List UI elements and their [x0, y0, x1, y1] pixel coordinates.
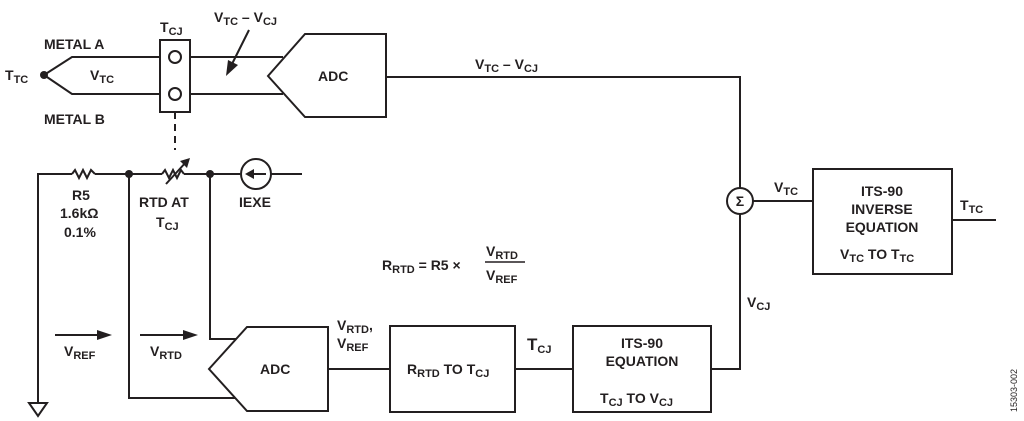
its90-line1: ITS-90 [621, 335, 663, 351]
iexe-label: IEXE [239, 194, 271, 210]
adc-top-output-label: VTC – VCJ [475, 56, 538, 75]
adc-bottom-output-line1: VRTD, [337, 317, 373, 336]
r5-tolerance: 0.1% [64, 224, 96, 240]
formula-denominator: VREF [486, 267, 518, 286]
inverse-line1: ITS-90 [861, 183, 903, 199]
node2-to-adc-wire [209, 174, 238, 340]
vtc-label: VTC [90, 67, 114, 86]
r5-resistor [71, 167, 96, 181]
adc-bottom-label: ADC [260, 361, 290, 377]
rtd-circuit: IEXE R5 1.6kΩ 0.1% RTD AT TCJ VREF VRTD [27, 158, 302, 418]
sigma-symbol: Σ [736, 193, 744, 209]
r5-value: 1.6kΩ [60, 205, 98, 221]
rtd-resistor [161, 167, 185, 181]
rtd-variable-arrow [165, 160, 188, 185]
adc-bottom-shape [207, 326, 329, 412]
metal-b-label: METAL B [44, 111, 105, 127]
its90-line2: EQUATION [606, 353, 679, 369]
tcj-signal-label: TCJ [527, 335, 551, 356]
rrtd-block-box [389, 325, 516, 413]
inverse-line3: EQUATION [846, 219, 919, 235]
r5-name: R5 [72, 187, 90, 203]
thermocouple: TTC METAL A METAL B VTC TCJ VTC – VCJ [5, 9, 283, 150]
diff-voltage-arrow-shaft [231, 29, 250, 65]
rtd-label-line2: TCJ [156, 214, 179, 233]
ttc-output-label: TTC [960, 197, 983, 216]
ground-wire [37, 173, 72, 408]
diff-voltage-label: VTC – VCJ [214, 9, 277, 28]
summing-junction: Σ VTC [726, 179, 813, 215]
diff-voltage-arrow-head [226, 60, 238, 76]
formula-lhs: RRTD = R5 × [382, 257, 461, 276]
figure-id: 15303-002 [1009, 369, 1019, 412]
its90-inverse-block: ITS-90 INVERSE EQUATION VTC TO TTC TTC [812, 168, 996, 275]
terminal-a [168, 50, 182, 64]
adc-top: ADC VTC – VCJ [266, 33, 741, 188]
vref-label: VREF [64, 343, 96, 362]
vcj-wire [711, 214, 741, 370]
node1-to-adc-wire [128, 174, 238, 399]
adc-bottom: ADC VRTD, VREF [207, 317, 390, 412]
vref-arrow-head [97, 330, 112, 340]
rtd-formula: RRTD = R5 × VRTD VREF [382, 243, 525, 286]
iexe-arrow-head [245, 169, 254, 179]
its90-equation-block: ITS-90 EQUATION TCJ TO VCJ VCJ [572, 214, 770, 413]
cold-junction-label: TCJ [160, 19, 183, 38]
terminal-b [168, 87, 182, 101]
vrtd-arrow-head [183, 330, 198, 340]
metal-b-wire [43, 74, 283, 95]
ground-symbol [27, 402, 49, 418]
vrtd-label: VRTD [150, 343, 182, 362]
adc-top-label: ADC [318, 68, 348, 84]
hot-junction-label: TTC [5, 67, 28, 86]
metal-a-label: METAL A [44, 36, 104, 52]
formula-numerator: VRTD [486, 243, 518, 262]
inverse-line4: VTC TO TTC [840, 246, 914, 265]
rtd-label-line1: RTD AT [139, 194, 189, 210]
inverse-block-box [812, 168, 953, 275]
inverse-line2: INVERSE [851, 201, 912, 217]
its90-block-box [572, 325, 712, 413]
adc-top-shape [266, 33, 387, 118]
adc-top-output-wire [386, 76, 741, 188]
its90-line3: TCJ TO VCJ [600, 390, 673, 409]
vcj-signal-label: VCJ [747, 294, 770, 313]
vtc-signal-label: VTC [774, 179, 798, 198]
metal-a-wire [43, 56, 283, 76]
rtd-variable-arrow-head [180, 158, 190, 168]
rrtd-to-tcj-block: RRTD TO TCJ TCJ [389, 325, 573, 413]
adc-bottom-output-line2: VREF [337, 335, 369, 354]
rrtd-block-label: RRTD TO TCJ [407, 361, 489, 380]
